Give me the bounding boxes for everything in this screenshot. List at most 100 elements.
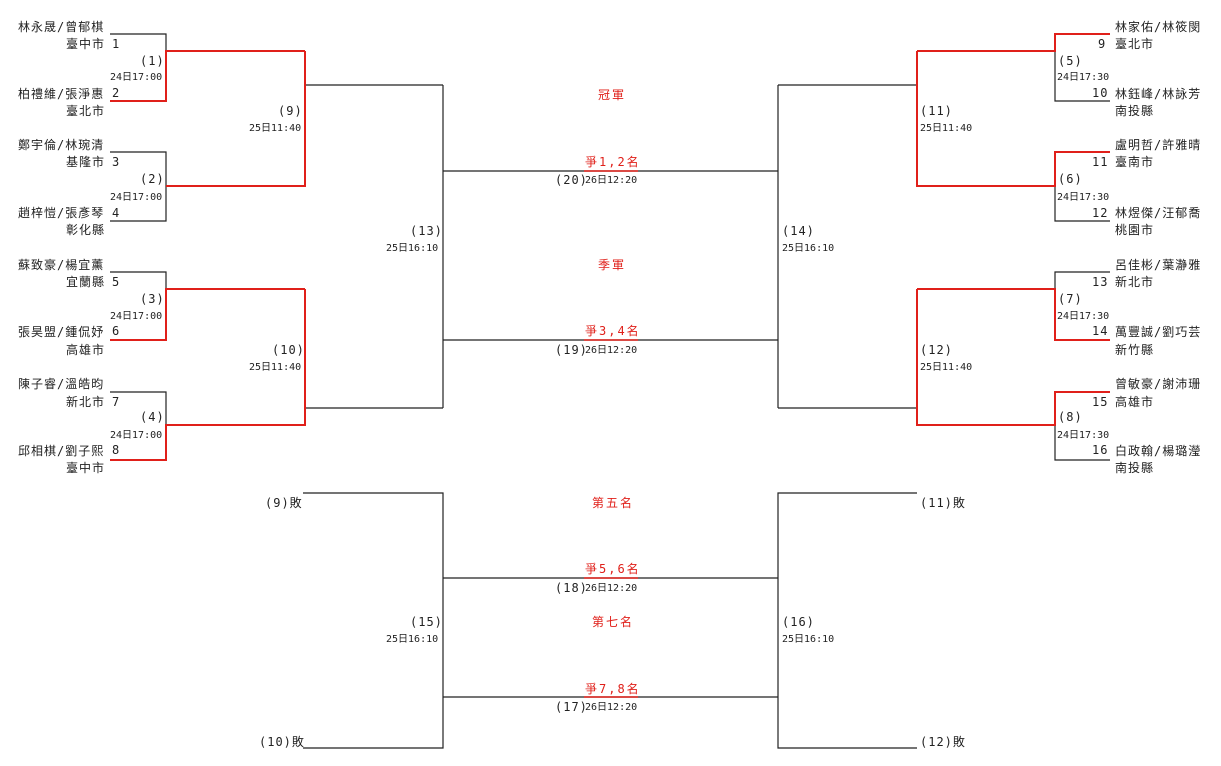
player-seed: 13 — [1092, 275, 1109, 289]
match-time: 26日12:20 — [585, 702, 638, 713]
final-match-label: 爭1,2名 — [585, 155, 641, 169]
player-names: 林煜傑/汪郁喬 — [1115, 206, 1202, 220]
player-seed: 4 — [112, 206, 121, 220]
win-p9 — [917, 33, 1110, 52]
player-team: 臺北市 — [1115, 37, 1155, 51]
match-time: 25日16:10 — [386, 634, 439, 645]
win-p6 — [110, 288, 305, 341]
match-time: 24日17:30 — [1057, 430, 1110, 441]
match-time: 24日17:00 — [110, 192, 163, 203]
line-p3 — [110, 151, 167, 186]
player-team: 基隆市 — [66, 155, 106, 169]
player-seed: 16 — [1092, 443, 1109, 457]
match-time: 25日16:10 — [782, 634, 835, 645]
win-p2 — [110, 50, 305, 102]
player-names: 盧明哲/許雅晴 — [1115, 138, 1202, 152]
player-team: 宜蘭縣 — [66, 275, 106, 289]
player-names: 蘇致豪/楊宜薰 — [18, 258, 105, 272]
line-m11 — [778, 51, 918, 86]
player-team: 桃園市 — [1115, 223, 1155, 237]
match-time: 25日16:10 — [386, 243, 439, 254]
player-seed: 11 — [1092, 155, 1109, 169]
match-no: (17) — [555, 700, 588, 714]
match-no: (19) — [555, 343, 588, 357]
player-team: 南投縣 — [1115, 104, 1155, 118]
line-p7 — [110, 391, 167, 425]
win-m2 — [166, 51, 306, 187]
player-team: 高雄市 — [66, 343, 106, 357]
player-seed: 12 — [1092, 206, 1109, 220]
player-seed: 3 — [112, 155, 121, 169]
loser-label: (10)敗 — [259, 735, 305, 749]
line-p5 — [110, 271, 167, 289]
match-time: 25日11:40 — [249, 362, 302, 373]
player-team: 新北市 — [1115, 275, 1155, 289]
player-names: 曾敏豪/謝沛珊 — [1115, 377, 1202, 391]
match-no: (3) — [140, 292, 165, 306]
win-p11 — [916, 51, 1110, 187]
player-seed: 15 — [1092, 395, 1109, 409]
player-names: 陳子睿/溫皓昀 — [18, 377, 105, 391]
player-seed: 7 — [112, 395, 121, 409]
player-team: 南投縣 — [1115, 461, 1155, 475]
line-l11 — [777, 492, 917, 749]
match-no: (2) — [140, 172, 165, 186]
player-seed: 2 — [112, 86, 121, 100]
match-time: 24日17:30 — [1057, 192, 1110, 203]
champion-label: 冠軍 — [598, 88, 627, 102]
player-names: 林永晟/曾郁棋 — [18, 20, 105, 34]
player-names: 張昊盟/鍾侃妤 — [18, 325, 105, 339]
line-p13 — [1054, 271, 1110, 289]
line-m12 — [778, 407, 918, 425]
match-no: (12) — [920, 343, 953, 357]
player-seed: 6 — [112, 324, 121, 338]
player-team: 新竹縣 — [1115, 343, 1155, 357]
fifth-place-label: 第五名 — [592, 496, 635, 510]
match-no: (14) — [782, 224, 815, 238]
match-time: 24日17:00 — [110, 72, 163, 83]
match-no: (5) — [1058, 54, 1083, 68]
third-match-label: 爭3,4名 — [585, 324, 641, 338]
player-team: 彰化縣 — [66, 223, 106, 237]
player-names: 邱相棋/劉子熙 — [18, 444, 105, 458]
player-seed: 9 — [1098, 37, 1107, 51]
match-time: 25日11:40 — [920, 362, 973, 373]
line-m10b — [304, 407, 443, 425]
match-time: 24日17:30 — [1057, 72, 1110, 83]
player-names: 趙梓愷/張彥琴 — [18, 206, 105, 220]
match-no: (16) — [782, 615, 815, 629]
match-no: (6) — [1058, 172, 1083, 186]
player-team: 臺南市 — [1115, 155, 1155, 169]
match-no: (7) — [1058, 292, 1083, 306]
loser-label: (11)敗 — [920, 496, 966, 510]
match-no: (8) — [1058, 410, 1083, 424]
match-no: (9) — [278, 104, 303, 118]
match-no: (4) — [140, 410, 165, 424]
player-seed: 10 — [1092, 86, 1109, 100]
match-no: (13) — [410, 224, 443, 238]
match-time: 25日11:40 — [920, 123, 973, 134]
seventh-place-label: 第七名 — [592, 615, 635, 629]
player-names: 鄭宇倫/林琬清 — [18, 138, 105, 152]
match-time: 24日17:00 — [110, 311, 163, 322]
player-seed: 14 — [1092, 324, 1109, 338]
player-names: 萬豐誠/劉巧芸 — [1115, 325, 1202, 339]
match-time: 24日17:00 — [110, 430, 163, 441]
line-p12 — [1054, 186, 1110, 222]
match-time: 24日17:30 — [1057, 311, 1110, 322]
match-no: (18) — [555, 581, 588, 595]
player-seed: 1 — [112, 37, 121, 51]
line-p16 — [1054, 425, 1110, 461]
player-seed: 8 — [112, 443, 121, 457]
win-p15 — [916, 289, 1110, 426]
seventh-match-label: 爭7,8名 — [585, 682, 641, 696]
player-team: 臺中市 — [66, 37, 106, 51]
match-time: 26日12:20 — [585, 345, 638, 356]
match-time: 25日16:10 — [782, 243, 835, 254]
loser-label: (12)敗 — [920, 735, 966, 749]
player-names: 林家佑/林筱閔 — [1115, 20, 1202, 34]
win-p14 — [917, 288, 1110, 341]
loser-label: (9)敗 — [265, 496, 303, 510]
player-team: 新北市 — [66, 395, 106, 409]
